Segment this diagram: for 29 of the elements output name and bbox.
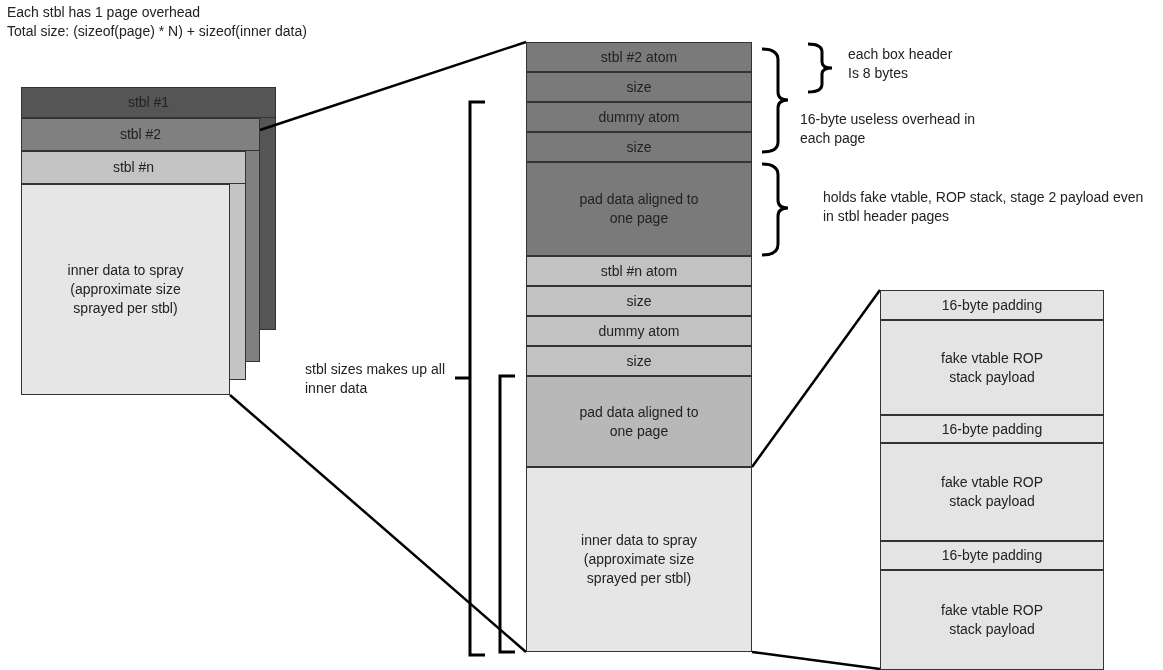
memory-block: size [526, 346, 752, 376]
memory-block: inner data to spray (approximate size sprayed per stbl) [21, 184, 230, 395]
memory-block: pad data aligned to one page [526, 376, 752, 467]
memory-block: dummy atom [526, 316, 752, 346]
note-text: each box header Is 8 bytes [848, 45, 954, 83]
memory-block: inner data to spray (approximate size sprayed per stbl) [526, 467, 752, 652]
memory-block: dummy atom [526, 102, 752, 132]
memory-block: size [526, 132, 752, 162]
memory-block: stbl #2 atom [526, 42, 752, 72]
zoom-line [751, 289, 881, 468]
zoom-line [751, 650, 881, 670]
memory-block: stbl #n atom [526, 256, 752, 286]
note-text: holds fake vtable, ROP stack, stage 2 payload even in stbl header pages [823, 188, 1145, 226]
memory-block: 16-byte padding [880, 541, 1104, 570]
note-text: Total size: (sizeof(page) * N) + sizeof(inner data) [7, 22, 308, 41]
note-text: Each stbl has 1 page overhead [7, 3, 202, 22]
memory-block: fake vtable ROP stack payload [880, 320, 1104, 415]
zoom-line [229, 394, 527, 653]
memory-block: pad data aligned to one page [526, 162, 752, 256]
note-text: 16-byte useless overhead in each page [800, 110, 977, 148]
memory-block: 16-byte padding [880, 415, 1104, 443]
memory-block: stbl #n [21, 151, 246, 184]
memory-block: size [526, 286, 752, 316]
memory-block: 16-byte padding [880, 290, 1104, 320]
memory-block: stbl #2 [21, 118, 260, 151]
memory-block: size [526, 72, 752, 102]
note-text: stbl sizes makes up all inner data [305, 360, 447, 398]
memory-block: fake vtable ROP stack payload [880, 443, 1104, 541]
memory-block: fake vtable ROP stack payload [880, 570, 1104, 670]
